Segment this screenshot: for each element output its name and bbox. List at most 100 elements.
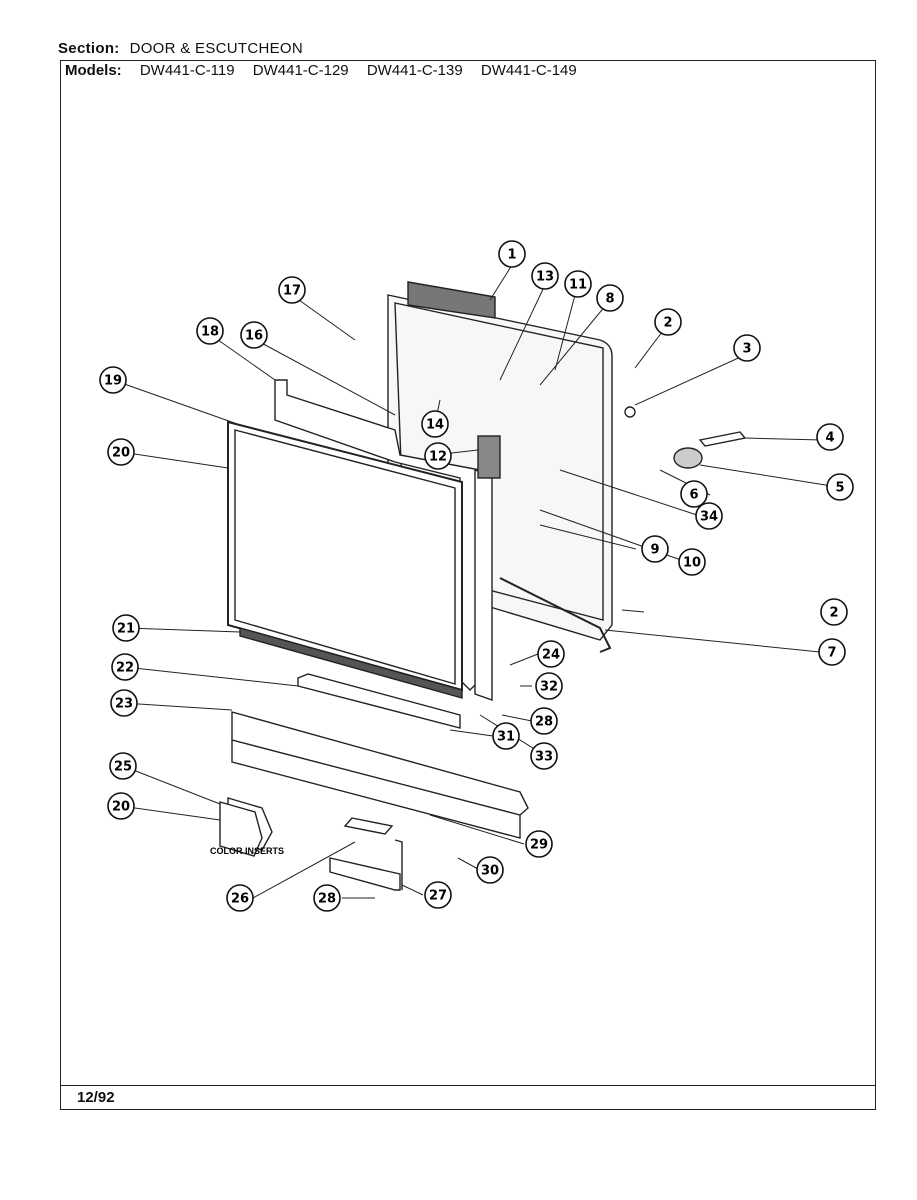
callout-circle [596, 284, 624, 312]
callout-number: 30 [481, 864, 499, 879]
callout-9: 9 [641, 535, 669, 563]
callout-12: 12 [424, 442, 452, 470]
model-number: DW441-C-139 [366, 62, 463, 79]
callout-circle [107, 438, 135, 466]
callout-number: 18 [201, 325, 219, 340]
callout-28: 28 [313, 884, 341, 912]
callout-2: 2 [820, 598, 848, 626]
callout-number: 9 [650, 543, 659, 558]
callout-number: 13 [536, 270, 554, 285]
callout-18: 18 [196, 317, 224, 345]
callout-circle [537, 640, 565, 668]
section-value: DOOR & ESCUTCHEON [129, 40, 304, 57]
callout-number: 24 [542, 648, 560, 663]
callout-circle [111, 653, 139, 681]
toe-panel [231, 711, 529, 816]
callout-circle [695, 502, 723, 530]
callout-circle [826, 473, 854, 501]
callout-circle [654, 308, 682, 336]
callout-number: 17 [283, 284, 301, 299]
callout-circle [424, 881, 452, 909]
callout-11: 11 [564, 270, 592, 298]
callout-circle [531, 262, 559, 290]
callout-number: 8 [605, 292, 614, 307]
callout-3: 3 [733, 334, 761, 362]
callout-circle [421, 410, 449, 438]
callout-32: 32 [535, 672, 563, 700]
callout-2: 2 [654, 308, 682, 336]
callout-number: 2 [663, 316, 672, 331]
callout-number: 29 [530, 838, 548, 853]
callout-27: 27 [424, 881, 452, 909]
callout-22: 22 [111, 653, 139, 681]
callout-number: 34 [700, 510, 718, 525]
callout-17: 17 [278, 276, 306, 304]
callout-7: 7 [818, 638, 846, 666]
callout-number: 31 [497, 730, 515, 745]
callout-circle [525, 830, 553, 858]
knob-part [624, 406, 636, 418]
tub-gasket [499, 577, 612, 653]
callout-5: 5 [826, 473, 854, 501]
callout-10: 10 [678, 548, 706, 576]
callout-circle [564, 270, 592, 298]
callout-number: 33 [535, 750, 553, 765]
callout-circle [492, 722, 520, 750]
callout-number: 32 [540, 680, 558, 695]
callout-circle [424, 442, 452, 470]
callout-circle [240, 321, 268, 349]
callout-number: 19 [104, 374, 122, 389]
callout-number: 23 [115, 697, 133, 712]
callout-number: 12 [429, 450, 447, 465]
callout-25: 25 [109, 752, 137, 780]
callout-33: 33 [530, 742, 558, 770]
callout-number: 3 [742, 342, 751, 357]
callout-number: 4 [825, 431, 834, 446]
callout-circle [107, 792, 135, 820]
callout-number: 10 [683, 556, 701, 571]
model-number: DW441-C-129 [252, 62, 349, 79]
models-line: Models: DW441-C-119 DW441-C-129 DW441-C-… [65, 62, 577, 79]
callout-31: 31 [492, 722, 520, 750]
shaft-part [698, 431, 747, 447]
callout-24: 24 [537, 640, 565, 668]
callout-circle [313, 884, 341, 912]
callout-circle [530, 707, 558, 735]
callout-circle [476, 856, 504, 884]
diagram-frame: Models: DW441-C-119 DW441-C-129 DW441-C-… [60, 60, 876, 1110]
callout-circle [530, 742, 558, 770]
color-inserts-label: COLOR INSERTS [210, 846, 284, 856]
callout-29: 29 [525, 830, 553, 858]
model-number: DW441-C-149 [480, 62, 577, 79]
callout-20: 20 [107, 792, 135, 820]
section-header: Section: DOOR & ESCUTCHEON [58, 40, 303, 57]
callout-circle [678, 548, 706, 576]
callout-number: 7 [827, 646, 836, 661]
callout-circle [196, 317, 224, 345]
section-label: Section: [58, 40, 120, 57]
clip-part [343, 817, 394, 835]
models-label: Models: [65, 62, 122, 79]
model-number: DW441-C-119 [139, 62, 235, 79]
lower-panel [297, 673, 461, 729]
callout-number: 27 [429, 889, 447, 904]
callout-circle [641, 535, 669, 563]
callout-number: 20 [112, 800, 130, 815]
callout-21: 21 [112, 614, 140, 642]
callout-circle [816, 423, 844, 451]
callout-number: 28 [318, 892, 336, 907]
callout-1: 1 [498, 240, 526, 268]
callout-23: 23 [110, 689, 138, 717]
callout-4: 4 [816, 423, 844, 451]
callout-number: 6 [689, 488, 698, 503]
callout-14: 14 [421, 410, 449, 438]
callout-number: 28 [535, 715, 553, 730]
dial-part [673, 447, 703, 469]
bottom-trim [239, 627, 463, 699]
callout-26: 26 [226, 884, 254, 912]
callout-30: 30 [476, 856, 504, 884]
callout-circle [112, 614, 140, 642]
callout-16: 16 [240, 321, 268, 349]
callout-number: 26 [231, 892, 249, 907]
